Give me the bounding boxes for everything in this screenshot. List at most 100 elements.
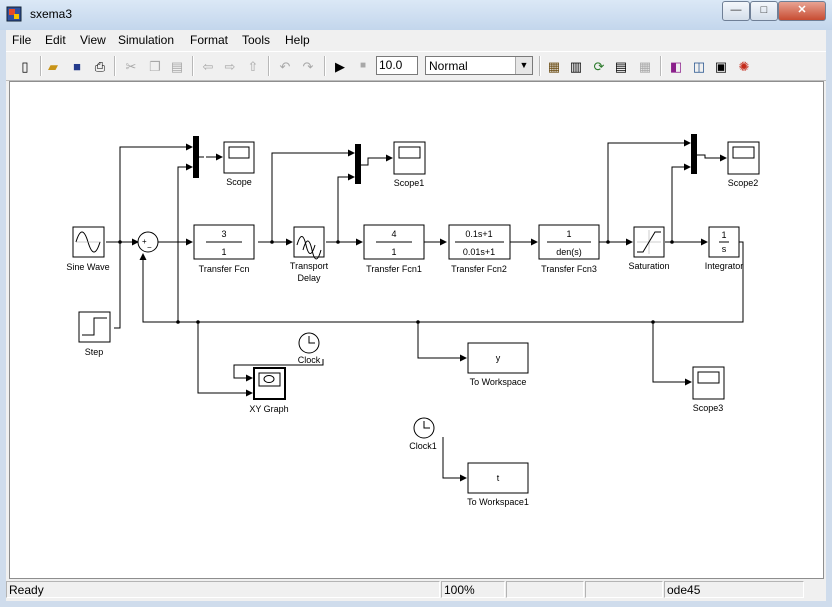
- toolbar-separator: [324, 56, 326, 76]
- undo-icon[interactable]: ↶: [279, 58, 291, 74]
- simulink-app-icon: [6, 6, 22, 22]
- stop-time-field[interactable]: 10.0: [376, 56, 418, 75]
- transfer-fcn-denominator: 1: [221, 247, 226, 257]
- mux-block[interactable]: [355, 144, 361, 184]
- stop-simulation-icon[interactable]: ■: [359, 60, 367, 71]
- integrator-denominator: s: [722, 244, 727, 254]
- transfer-fcn2-denominator: 0.01s+1: [463, 247, 495, 257]
- library-browser-icon[interactable]: ▤: [614, 58, 628, 74]
- menu-view[interactable]: View: [80, 33, 106, 47]
- solver-name: ode45: [664, 581, 804, 598]
- saturation-block[interactable]: [633, 226, 665, 258]
- debugger-icon[interactable]: ◧: [669, 58, 683, 74]
- scope-block[interactable]: [223, 141, 255, 174]
- back-icon[interactable]: ⇦: [202, 58, 214, 74]
- to-workspace-variable: y: [496, 353, 501, 363]
- toolbar-separator: [114, 56, 116, 76]
- print-icon[interactable]: ⎙: [94, 58, 106, 74]
- build-icon[interactable]: ▦: [547, 58, 561, 74]
- clock-block[interactable]: [297, 332, 325, 359]
- scope-label: Scope: [226, 177, 252, 187]
- new-model-icon[interactable]: ▯: [21, 58, 29, 74]
- saturation-label: Saturation: [628, 261, 669, 271]
- sum-block[interactable]: [137, 231, 159, 253]
- paste-icon[interactable]: ▤: [170, 58, 184, 74]
- transfer-fcn3-label: Transfer Fcn3: [541, 264, 597, 274]
- chevron-down-icon[interactable]: ▼: [515, 57, 532, 74]
- scope2-block[interactable]: [727, 141, 760, 175]
- copy-icon[interactable]: ❐: [149, 58, 161, 74]
- transfer-fcn1-denominator: 1: [391, 247, 396, 257]
- save-icon[interactable]: ■: [73, 58, 81, 74]
- toolbar: ▯ ▰ ■ ⎙ ✂ ❐ ▤ ⇦ ⇨ ⇧ ↶ ↷ ▶ ■ 10.0 Normal …: [6, 51, 826, 81]
- sine-wave-block[interactable]: [72, 226, 105, 258]
- maximize-button[interactable]: □: [750, 1, 778, 21]
- to-workspace1-block[interactable]: [467, 462, 529, 494]
- menu-tools[interactable]: Tools: [242, 33, 271, 47]
- to-workspace-block[interactable]: [467, 342, 529, 374]
- branch-points: [118, 240, 674, 324]
- mux-block[interactable]: [193, 136, 199, 178]
- menu-simulation[interactable]: Simulation: [118, 33, 175, 47]
- minimize-button[interactable]: —: [722, 1, 750, 21]
- start-simulation-icon[interactable]: ▶: [335, 58, 345, 74]
- block-diagram: Sine Wave Step + − 3 1 Transfer Fcn: [66, 134, 760, 507]
- toolbar-separator: [539, 56, 541, 76]
- model-canvas[interactable]: Sine Wave Step + − 3 1 Transfer Fcn: [9, 81, 824, 579]
- transfer-fcn1-numerator: 4: [391, 229, 396, 239]
- transfer-fcn-block[interactable]: [193, 224, 255, 260]
- clock1-block[interactable]: [413, 417, 435, 439]
- menu-format[interactable]: Format: [190, 33, 229, 47]
- forward-icon[interactable]: ⇨: [224, 58, 236, 74]
- mux-block[interactable]: [691, 134, 697, 174]
- up-icon[interactable]: ⇧: [247, 58, 259, 74]
- sine-wave-label: Sine Wave: [66, 262, 109, 272]
- model-advisor-icon[interactable]: ⟳: [593, 58, 605, 74]
- update-diagram-icon[interactable]: ▥: [569, 58, 583, 74]
- transport-delay-block[interactable]: [293, 226, 325, 260]
- status-text: Ready: [6, 581, 440, 598]
- menu-file[interactable]: File: [12, 33, 32, 47]
- explorer-icon[interactable]: ◫: [692, 58, 706, 74]
- open-icon[interactable]: ▰: [48, 58, 58, 74]
- integrator-block[interactable]: [708, 226, 740, 258]
- profiler-icon[interactable]: ▣: [714, 58, 728, 74]
- transfer-fcn1-label: Transfer Fcn1: [366, 264, 422, 274]
- toolbar-separator: [192, 56, 194, 76]
- scope3-label: Scope3: [693, 403, 724, 413]
- transfer-fcn-label: Transfer Fcn: [199, 264, 250, 274]
- transport-delay-label-line1: Transport: [290, 261, 329, 271]
- transfer-fcn1-block[interactable]: [363, 224, 425, 260]
- close-button[interactable]: ✕: [778, 1, 826, 21]
- scope1-block[interactable]: [393, 141, 426, 175]
- step-block[interactable]: [78, 311, 111, 343]
- transfer-fcn3-block[interactable]: [538, 224, 600, 260]
- simulation-mode-value: Normal: [429, 59, 468, 73]
- to-workspace1-label: To Workspace1: [467, 497, 529, 507]
- toolbar-separator: [268, 56, 270, 76]
- cut-icon[interactable]: ✂: [125, 58, 137, 74]
- scope3-block[interactable]: [692, 366, 725, 400]
- redo-icon[interactable]: ↷: [302, 58, 314, 74]
- status-bar: Ready 100% ode45: [6, 580, 826, 600]
- status-pane: [506, 581, 584, 598]
- scope1-label: Scope1: [394, 178, 425, 188]
- xy-graph-label: XY Graph: [249, 404, 288, 414]
- configuration-icon[interactable]: ✺: [738, 58, 750, 74]
- transfer-fcn2-block[interactable]: [448, 224, 511, 260]
- model-explorer-icon[interactable]: ▦: [638, 58, 652, 74]
- sum-minus-sign: −: [147, 243, 152, 252]
- sum-plus-sign: +: [142, 237, 147, 246]
- scope2-label: Scope2: [728, 178, 759, 188]
- simulation-mode-select[interactable]: Normal ▼: [425, 56, 533, 75]
- menu-edit[interactable]: Edit: [45, 33, 66, 47]
- transfer-fcn3-denominator: den(s): [556, 247, 582, 257]
- integrator-numerator: 1: [721, 230, 726, 240]
- title-bar: sxema3 — □ ✕: [0, 0, 832, 30]
- xy-graph-block[interactable]: [253, 367, 286, 400]
- toolbar-separator: [40, 56, 42, 76]
- menu-help[interactable]: Help: [285, 33, 310, 47]
- toolbar-separator: [660, 56, 662, 76]
- transport-delay-label-line2: Delay: [297, 273, 321, 283]
- signal-lines: [106, 139, 744, 482]
